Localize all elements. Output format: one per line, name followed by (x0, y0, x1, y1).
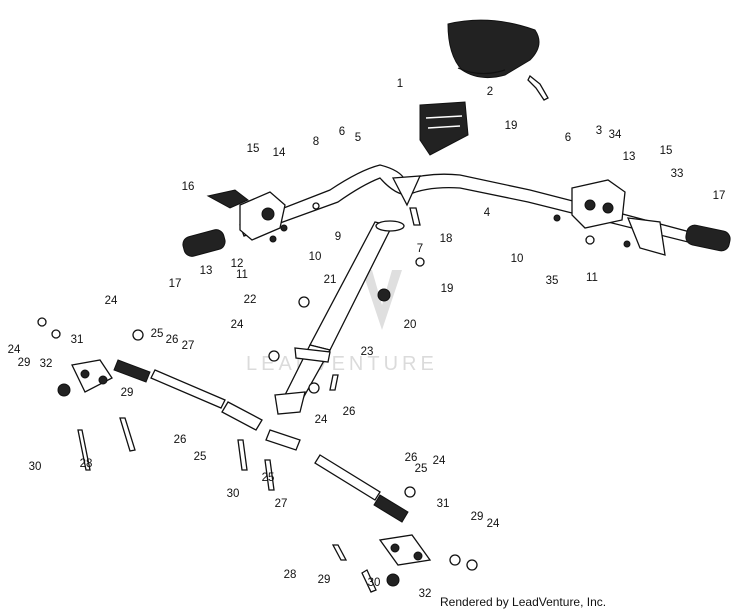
callout-1: 1 (397, 78, 403, 90)
callout-4: 4 (484, 207, 491, 219)
callout-27: 27 (182, 340, 195, 352)
callout-10: 10 (309, 251, 322, 263)
callout-7: 7 (417, 243, 423, 255)
callout-5: 5 (355, 132, 361, 144)
callout-34: 34 (609, 129, 622, 141)
callout-24: 24 (105, 295, 118, 307)
callout-26: 26 (343, 406, 356, 418)
callout-24: 24 (315, 414, 328, 426)
callout-30: 30 (29, 461, 42, 473)
callout-17: 17 (713, 190, 726, 202)
callout-8: 8 (313, 136, 319, 148)
callout-12: 12 (231, 258, 244, 270)
callout-30: 30 (368, 577, 381, 589)
callout-28: 28 (284, 569, 297, 581)
callout-13: 13 (623, 151, 636, 163)
callout-15: 15 (660, 145, 673, 157)
callout-25: 25 (151, 328, 164, 340)
callout-24: 24 (433, 455, 446, 467)
callout-26: 26 (166, 334, 179, 346)
callout-26: 26 (405, 452, 418, 464)
callout-17: 17 (169, 278, 182, 290)
callout-11: 11 (236, 269, 248, 281)
callout-25: 25 (415, 463, 428, 475)
callout-20: 20 (404, 319, 417, 331)
watermark-text: LEADVENTURE (246, 353, 438, 375)
render-credit: Rendered by LeadVenture, Inc. (440, 595, 606, 609)
fasteners (37, 202, 631, 593)
callout-18: 18 (440, 233, 453, 245)
callout-21: 21 (324, 274, 337, 286)
callout-32: 32 (40, 358, 53, 370)
lower-tie-rod-part (265, 429, 409, 523)
leadventure-watermark: LEADVENTURE (246, 270, 438, 375)
seat-part (447, 19, 540, 79)
callout-19: 19 (505, 120, 518, 132)
steering-post-part (274, 220, 405, 415)
callout-33: 33 (671, 168, 684, 180)
right-steering-arm-part (378, 534, 432, 566)
callout-25: 25 (262, 472, 275, 484)
left-control-housing-part (206, 189, 286, 241)
callout-24: 24 (231, 319, 244, 331)
callout-23: 23 (361, 346, 374, 358)
clip-part (527, 74, 549, 101)
upper-tie-rod-part (113, 359, 263, 431)
callout-29: 29 (471, 511, 484, 523)
callout-14: 14 (273, 147, 286, 159)
callout-24: 24 (487, 518, 500, 530)
callout-25: 25 (194, 451, 207, 463)
callout-31: 31 (71, 334, 84, 346)
callout-32: 32 (419, 588, 432, 600)
callout-22: 22 (244, 294, 257, 306)
callout-30: 30 (227, 488, 240, 500)
callout-31: 31 (437, 498, 450, 510)
callout-27: 27 (275, 498, 288, 510)
callout-29: 29 (18, 357, 31, 369)
callout-26: 26 (174, 434, 187, 446)
callout-10: 10 (511, 253, 524, 265)
callout-9: 9 (335, 231, 341, 243)
right-grip-part (685, 224, 731, 252)
callout-11: 11 (586, 272, 598, 284)
callout-29: 29 (318, 574, 331, 586)
left-grip-part (182, 229, 226, 257)
callout-6: 6 (339, 126, 345, 138)
right-control-housing-part (571, 179, 666, 256)
callout-15: 15 (247, 143, 260, 155)
callout-2: 2 (487, 86, 493, 98)
callout-35: 35 (546, 275, 559, 287)
callout-16: 16 (182, 181, 195, 193)
callout-28: 28 (80, 458, 93, 470)
left-steering-arm-part (71, 359, 113, 393)
callout-19: 19 (441, 283, 454, 295)
callout-29: 29 (121, 387, 134, 399)
callout-24: 24 (8, 344, 21, 356)
handlebar-pad-part (419, 101, 469, 156)
callout-13: 13 (200, 265, 213, 277)
callout-6: 6 (565, 132, 571, 144)
callout-3: 3 (596, 125, 602, 137)
